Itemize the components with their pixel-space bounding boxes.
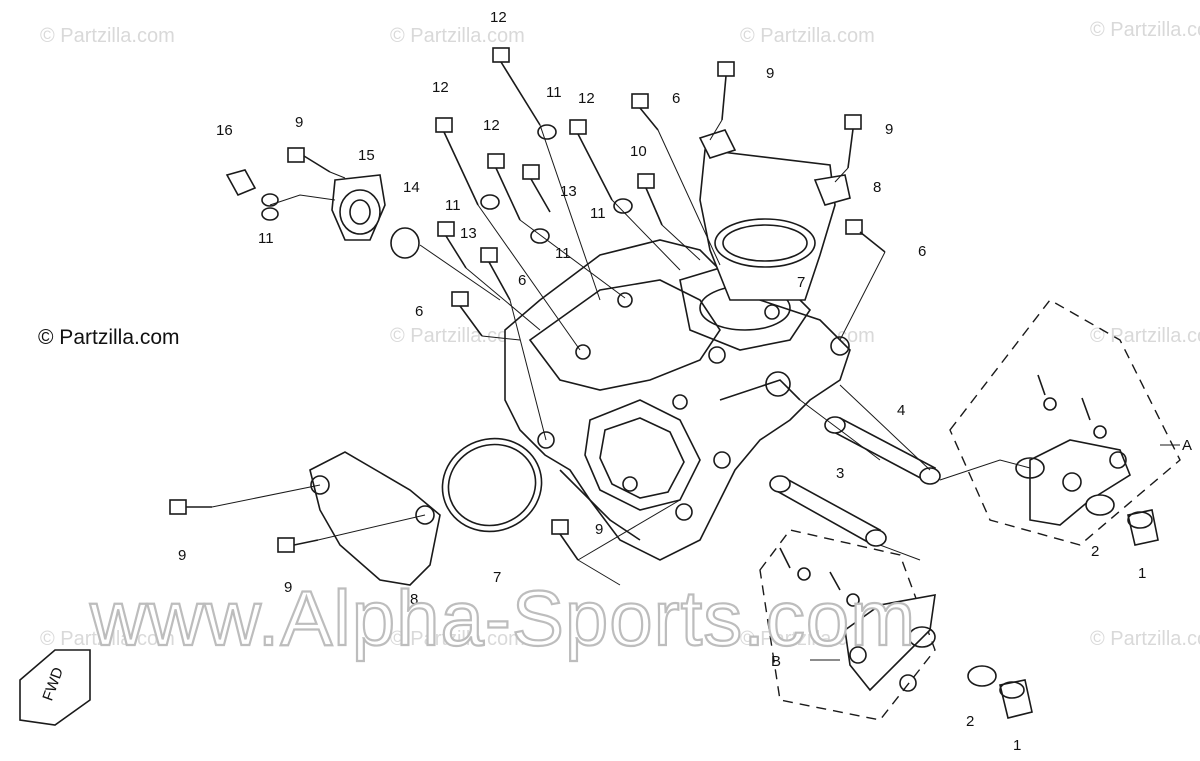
- label-9: 9: [595, 521, 603, 538]
- washer-11-e: [261, 207, 279, 221]
- bolt-13-a: [522, 164, 551, 213]
- watermark-text: © Partzilla.com: [390, 325, 525, 347]
- bolt-12-c: [487, 153, 521, 221]
- label-8: 8: [873, 179, 881, 196]
- bolt-9-f: [551, 519, 579, 561]
- watermark-text: © Partzilla.com: [740, 628, 875, 650]
- watermark-big: www.Alpha-Sports.com: [89, 574, 916, 662]
- washer-11-a: [537, 124, 557, 140]
- intake-tube: [698, 129, 851, 301]
- label-11: 11: [258, 230, 274, 247]
- label-12: 12: [432, 79, 449, 96]
- bolt-9-e: [277, 537, 319, 553]
- label-11: 11: [445, 197, 461, 214]
- label-15: 15: [358, 147, 375, 164]
- label-12: 12: [483, 117, 500, 134]
- label-9: 9: [295, 114, 303, 131]
- label-6: 6: [415, 303, 423, 320]
- washer-11-d: [613, 198, 633, 214]
- watermark-text: © Partzilla.com: [1090, 325, 1200, 347]
- bolt-6-b: [845, 219, 886, 253]
- watermark-text: © Partzilla.com: [740, 25, 875, 47]
- label-1: 1: [1138, 565, 1146, 582]
- label-13: 13: [560, 183, 577, 200]
- label-12: 12: [490, 9, 507, 26]
- label-a: A: [1182, 437, 1192, 454]
- forward-arrow: FWD: [19, 649, 91, 726]
- bolt-9-a: [717, 61, 735, 121]
- bolt-6-c: [480, 247, 511, 301]
- watermark-text: © Partzilla.com: [1090, 19, 1200, 41]
- label-1: 1: [1013, 737, 1021, 754]
- bolt-12-a: [492, 47, 541, 126]
- label-2: 2: [1091, 543, 1099, 560]
- label-7: 7: [797, 274, 805, 291]
- washer-11-b: [480, 194, 500, 210]
- bolt-13-b: [437, 221, 467, 269]
- label-b: B: [771, 653, 781, 670]
- label-9: 9: [284, 579, 292, 596]
- watermark-text: © Partzilla.com: [390, 25, 525, 47]
- label-9: 9: [885, 121, 893, 138]
- bolt-10: [637, 173, 663, 226]
- label-6: 6: [918, 243, 926, 260]
- label-9: 9: [766, 65, 774, 82]
- bolt-6-d: [451, 291, 483, 337]
- camshafts: [769, 416, 941, 547]
- label-6: 6: [518, 272, 526, 289]
- label-11: 11: [555, 245, 571, 262]
- bolt-12-d: [569, 119, 613, 201]
- label-12: 12: [578, 90, 595, 107]
- label-11: 11: [590, 205, 606, 222]
- leader-lines: [211, 119, 1180, 661]
- label-7: 7: [493, 569, 501, 586]
- copyright-notice: © Partzilla.com: [38, 326, 180, 349]
- thermostat-housing: [225, 169, 420, 259]
- rocker-assembly-a: [949, 299, 1181, 546]
- watermark-text: © Partzilla.com: [1090, 628, 1200, 650]
- cylinder-head: [504, 239, 851, 561]
- label-6: 6: [672, 90, 680, 107]
- watermark-text: © Partzilla.com: [390, 628, 525, 650]
- bolt-12-b: [435, 117, 479, 206]
- washer-11-c: [530, 228, 550, 244]
- bolt-9-d: [169, 499, 212, 515]
- label-11: 11: [546, 84, 562, 101]
- watermark-text: © Partzilla.com: [40, 25, 175, 47]
- label-2: 2: [966, 713, 974, 730]
- label-10: 10: [630, 143, 647, 160]
- label-14: 14: [403, 179, 420, 196]
- label-16: 16: [216, 122, 233, 139]
- side-cover: [309, 437, 543, 586]
- rocker-assembly-b: [759, 529, 1033, 721]
- washers: [261, 124, 633, 244]
- bolt-6-a: [631, 93, 659, 131]
- label-9: 9: [178, 547, 186, 564]
- watermark-text: © Partzilla.com: [40, 628, 175, 650]
- label-3: 3: [836, 465, 844, 482]
- label-8: 8: [410, 591, 418, 608]
- label-4: 4: [897, 402, 905, 419]
- bolt-9-c: [287, 147, 331, 173]
- bolt-9-b: [844, 114, 862, 169]
- part-labels: 12 12 12 12 11 11 11 11 11 6 6 6 6 9 9 9…: [178, 9, 1192, 754]
- label-13: 13: [460, 225, 477, 242]
- bolts: [169, 47, 886, 561]
